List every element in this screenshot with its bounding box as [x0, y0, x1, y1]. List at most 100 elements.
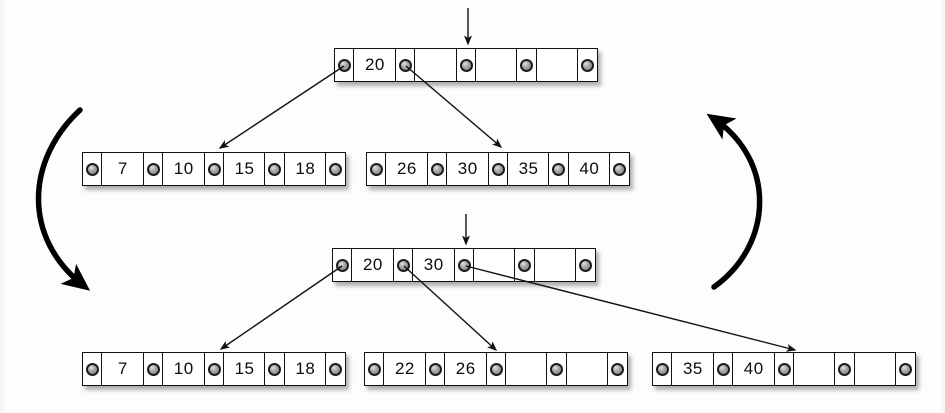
pointer-dot-icon — [581, 58, 595, 72]
pointer-dot-icon — [268, 362, 282, 376]
pointer-cell — [264, 152, 286, 186]
key-cell: 26 — [385, 152, 429, 186]
pointer-cell — [142, 352, 164, 386]
btree-node-top-right-child: 26 30 35 40 — [366, 152, 631, 186]
pointer-cell — [773, 352, 795, 386]
key-cell — [565, 352, 609, 386]
pointer-dot-icon — [613, 162, 627, 176]
pointer-dot-icon — [86, 162, 99, 176]
pointer-cell — [325, 352, 347, 386]
pointer-dot-icon — [611, 362, 625, 376]
pointer-cell — [575, 248, 597, 282]
pointer-cell — [516, 48, 538, 82]
btree-node-top-root: 20 — [334, 48, 599, 82]
pointer-cell — [652, 352, 673, 386]
pointer-cell — [82, 152, 103, 186]
key-cell: 20 — [351, 248, 395, 282]
pointer-dot-icon — [368, 362, 381, 376]
key-cell: 30 — [446, 152, 490, 186]
pointer-dot-icon — [491, 162, 505, 176]
pointer-cell — [609, 152, 631, 186]
key-cell — [535, 48, 579, 82]
pointer-cell — [577, 48, 599, 82]
pointer-cell — [834, 352, 856, 386]
key-cell — [475, 48, 519, 82]
pointer-dot-icon — [777, 362, 791, 376]
key-cell — [793, 352, 837, 386]
pointer-cell — [203, 352, 225, 386]
pointer-cell — [366, 152, 387, 186]
pointer-cell — [712, 352, 734, 386]
pointer-dot-icon — [489, 362, 503, 376]
key-cell: 22 — [383, 352, 427, 386]
key-cell: 7 — [101, 352, 145, 386]
key-cell — [533, 248, 577, 282]
pointer-dot-icon — [430, 162, 444, 176]
pointer-dot-icon — [396, 258, 410, 272]
pointer-dot-icon — [338, 58, 351, 72]
pointer-dot-icon — [207, 162, 221, 176]
btree-node-top-left-child: 7 10 15 18 — [82, 152, 347, 186]
key-cell — [414, 48, 458, 82]
pointer-dot-icon — [550, 362, 564, 376]
pointer-dot-icon — [146, 162, 160, 176]
key-cell: 40 — [732, 352, 776, 386]
pointer-cell — [453, 248, 475, 282]
key-cell: 40 — [567, 152, 611, 186]
pointer-cell — [394, 48, 416, 82]
pointer-dot-icon — [552, 162, 566, 176]
key-cell — [853, 352, 897, 386]
pointer-dot-icon — [207, 362, 221, 376]
pointer-dot-icon — [716, 362, 730, 376]
key-cell: 18 — [283, 352, 327, 386]
pointer-cell — [514, 248, 536, 282]
pointer-cell — [203, 152, 225, 186]
key-cell: 7 — [101, 152, 145, 186]
pointer-dot-icon — [459, 58, 473, 72]
key-cell: 10 — [162, 152, 206, 186]
key-cell: 18 — [283, 152, 327, 186]
pointer-cell — [364, 352, 385, 386]
pointer-dot-icon — [457, 258, 471, 272]
btree-node-bottom-middle-child: 22 26 — [364, 352, 629, 386]
pointer-dot-icon — [579, 258, 593, 272]
pointer-dot-icon — [656, 362, 669, 376]
pointer-cell — [895, 352, 917, 386]
key-cell: 35 — [507, 152, 551, 186]
pointer-cell — [607, 352, 629, 386]
pointer-dot-icon — [86, 362, 99, 376]
key-cell: 15 — [223, 152, 267, 186]
pointer-dot-icon — [370, 162, 383, 176]
pointer-cell — [485, 352, 507, 386]
pointer-cell — [455, 48, 477, 82]
pointer-cell — [487, 152, 509, 186]
pointer-dot-icon — [146, 362, 160, 376]
key-cell — [505, 352, 549, 386]
pointer-cell — [334, 48, 355, 82]
pointer-cell — [82, 352, 103, 386]
pointer-dot-icon — [336, 258, 349, 272]
pointer-dot-icon — [899, 362, 913, 376]
pointer-dot-icon — [268, 162, 282, 176]
key-cell: 30 — [412, 248, 456, 282]
pointer-cell — [332, 248, 353, 282]
pointer-cell — [392, 248, 414, 282]
pointer-dot-icon — [520, 58, 534, 72]
key-cell: 10 — [162, 352, 206, 386]
pointer-dot-icon — [428, 362, 442, 376]
key-cell: 15 — [223, 352, 267, 386]
pointer-cell — [424, 352, 446, 386]
pointer-dot-icon — [518, 258, 532, 272]
pointer-cell — [325, 152, 347, 186]
pointer-dot-icon — [398, 58, 412, 72]
key-cell: 26 — [444, 352, 488, 386]
key-cell — [473, 248, 517, 282]
pointer-dot-icon — [838, 362, 852, 376]
pointer-dot-icon — [329, 362, 343, 376]
btree-node-bottom-left-child: 7 10 15 18 — [82, 352, 347, 386]
pointer-cell — [548, 152, 570, 186]
